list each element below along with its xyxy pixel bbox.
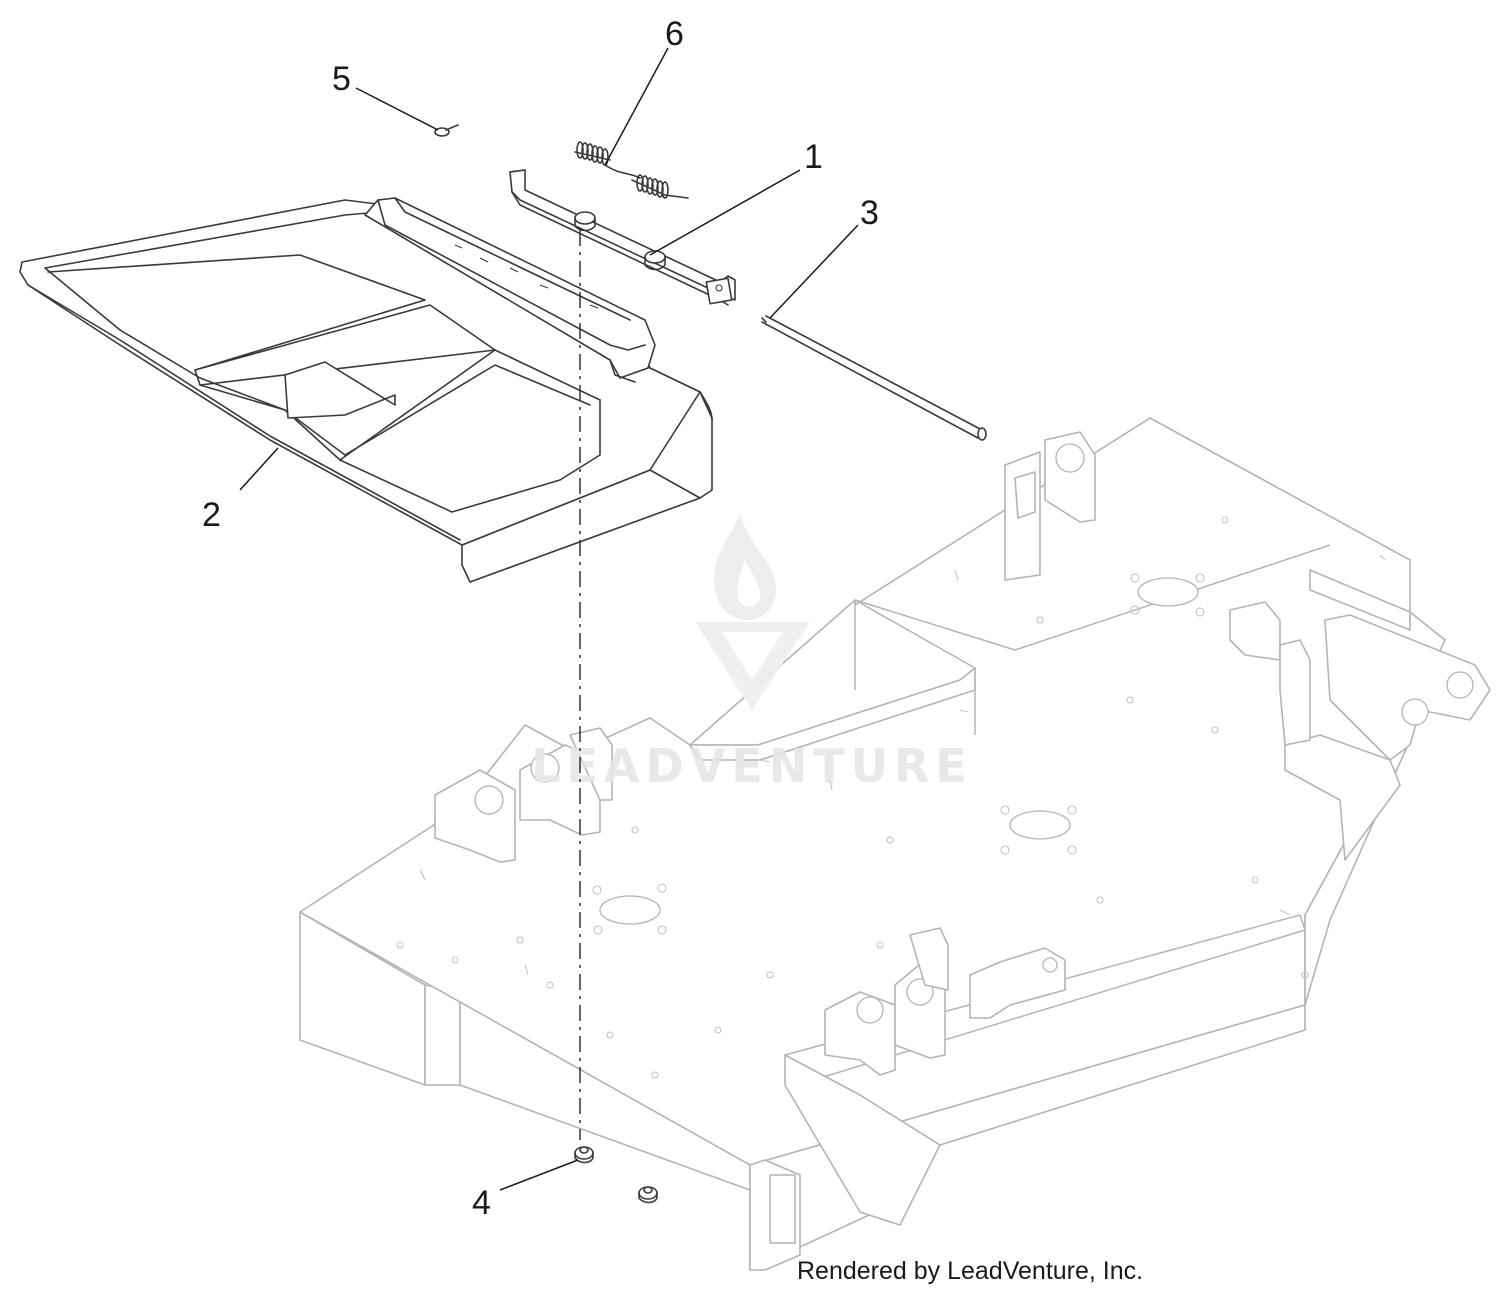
torsion-spring <box>574 141 689 199</box>
flange-nut-2 <box>638 1186 658 1204</box>
callout-3: 3 <box>860 194 879 232</box>
callout-2: 2 <box>202 496 221 534</box>
discharge-chute <box>19 197 713 583</box>
mower-deck <box>299 417 1491 1271</box>
watermark-text: LEADVENTURE <box>531 739 973 793</box>
cotter-pin <box>434 124 459 137</box>
flange-nut-1 <box>574 1146 594 1164</box>
callout-4: 4 <box>472 1184 491 1222</box>
callout-5: 5 <box>332 60 351 98</box>
render-credit: Rendered by LeadVenture, Inc. <box>797 1257 1143 1285</box>
hinge-plate <box>509 169 736 306</box>
callout-1: 1 <box>804 138 823 176</box>
callout-6: 6 <box>665 15 684 53</box>
leader-lines <box>239 47 859 1191</box>
watermark-logo: LEADVENTURE <box>531 515 973 793</box>
hinge-rod <box>761 315 987 441</box>
